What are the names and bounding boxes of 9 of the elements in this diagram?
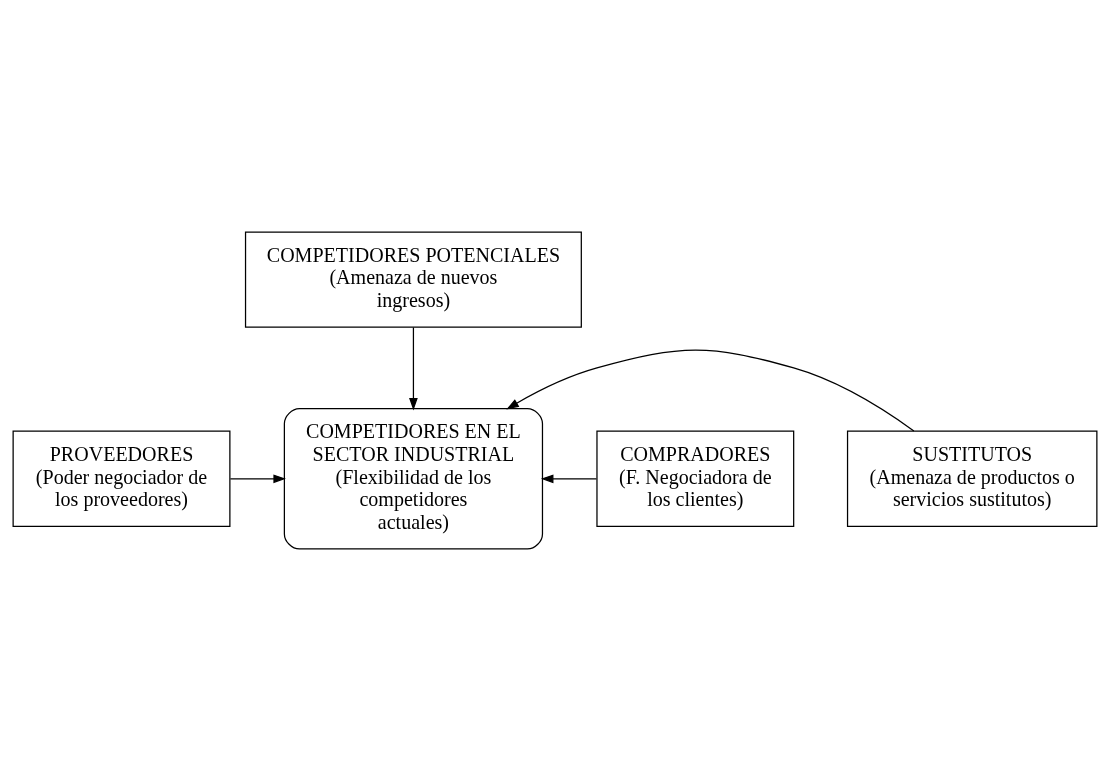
arrow [229,474,286,484]
node-box: COMPRADORES (F. Negociadora de los clientes) [596,430,795,528]
arrow [506,349,915,432]
node-box: COMPETIDORES POTENCIALES (Amenaza de nuevos ingresos) [244,231,582,328]
arrow [409,326,418,411]
arrow [540,474,598,484]
node-box: SUSTITUTOS (Amenaza de productos o servicios sustitutos) [846,430,1098,528]
node-box: PROVEEDORES (Poder negociador de los proveedores) [12,430,231,528]
node-box: COMPETIDORES EN EL SECTOR INDUSTRIAL (Flexibilidad de los competidores actuales) [283,408,544,550]
